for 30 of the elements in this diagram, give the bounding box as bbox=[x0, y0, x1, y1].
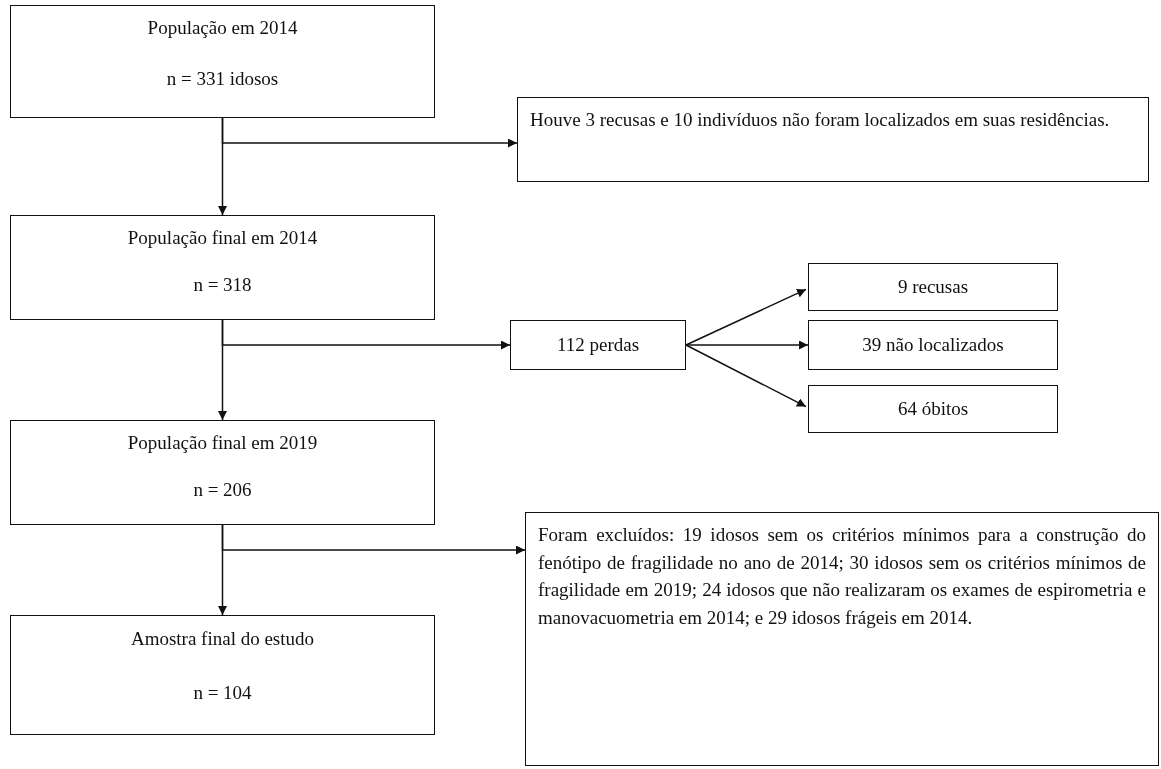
box-text: População final em 2014 bbox=[126, 227, 319, 250]
flow-box bbox=[517, 97, 1149, 182]
flow-box bbox=[808, 320, 1058, 370]
flow-box bbox=[10, 215, 435, 320]
box-text: População final em 2019 bbox=[126, 432, 319, 455]
flow-box bbox=[510, 320, 686, 370]
flow-box bbox=[10, 420, 435, 525]
box-text: 112 perdas bbox=[555, 333, 641, 357]
box-text: Foram excluídos: 19 idosos sem os critérios mínimos para a construção do fenótipo de fragilidade no ano de 2014; 30 idosos sem os critérios mínimos de fragilidade em 2019; 24 idosos que não realizaram os exames de espirometria e manovacuometria em 2014; e 29 idosos frágeis em 2014. bbox=[537, 523, 1147, 630]
box-text: 9 recusas bbox=[896, 275, 970, 299]
flow-box bbox=[525, 512, 1159, 766]
box-text: Houve 3 recusas e 10 indivíduos não foram localizados em suas residências. bbox=[529, 108, 1111, 132]
count-text: n = 206 bbox=[192, 479, 253, 502]
arrow bbox=[221, 524, 526, 555]
count-text: n = 104 bbox=[192, 682, 253, 705]
count-text: n = 318 bbox=[192, 274, 253, 297]
box-text: Amostra final do estudo bbox=[129, 628, 316, 651]
flow-box bbox=[808, 385, 1058, 433]
flow-box bbox=[808, 263, 1058, 311]
box-text: 39 não localizados bbox=[861, 333, 1005, 357]
arrow bbox=[221, 319, 511, 350]
arrow bbox=[221, 117, 518, 148]
flow-box bbox=[10, 615, 435, 735]
box-text: População em 2014 bbox=[146, 17, 299, 40]
flow-box bbox=[10, 5, 435, 118]
arrow bbox=[685, 288, 807, 346]
arrow bbox=[685, 340, 809, 350]
count-text: n = 331 idosos bbox=[165, 68, 280, 91]
box-text: 64 óbitos bbox=[896, 397, 970, 421]
arrow bbox=[685, 344, 807, 408]
